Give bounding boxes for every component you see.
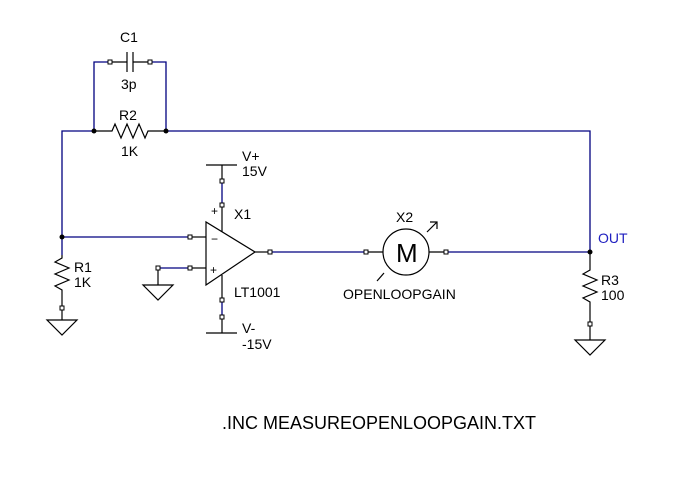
- meter-arrow-icon: [426, 221, 438, 233]
- x1-ref-label: X1: [234, 206, 251, 222]
- resistor-r3[interactable]: R3 100: [581, 252, 625, 340]
- wire-c1-right[interactable]: [150, 61, 167, 131]
- resistor-r2[interactable]: R2 1K: [94, 107, 166, 159]
- spice-directive[interactable]: .INC MEASUREOPENLOOPGAIN.TXT: [222, 413, 536, 433]
- vminus-name-label: V-: [242, 320, 256, 336]
- r2-ref-label: R2: [119, 107, 137, 123]
- wires: [61, 61, 591, 317]
- junction-dot: [163, 128, 169, 134]
- r2-value-label: 1K: [121, 143, 139, 159]
- wire-feedback-left[interactable]: [61, 130, 94, 237]
- opamp-supply-plus-sign: +: [211, 204, 218, 218]
- capacitor-c1[interactable]: C1 3p: [107, 29, 153, 92]
- vplus-value-label: 15V: [242, 163, 268, 179]
- meter-arrow-tail: [376, 272, 385, 282]
- ground-opamp: [141, 265, 175, 301]
- r1-value-label: 1K: [74, 274, 92, 290]
- resistor-r1[interactable]: R1 1K: [53, 255, 92, 320]
- supply-vminus[interactable]: V- -15V: [206, 314, 272, 352]
- wire-feedback-right[interactable]: [166, 130, 591, 252]
- x2-value-label: OPENLOOPGAIN: [343, 286, 456, 302]
- x1-value-label: LT1001: [234, 284, 281, 300]
- net-label-out[interactable]: OUT: [598, 230, 628, 246]
- r3-value-label: 100: [601, 287, 625, 303]
- junctions: [59, 128, 593, 255]
- junction-dot: [59, 234, 65, 240]
- c1-ref-label: C1: [120, 29, 138, 45]
- x2-ref-label: X2: [396, 209, 413, 225]
- opamp-minus-sign: −: [211, 232, 218, 246]
- r1-ref-label: R1: [74, 259, 92, 275]
- meter-symbol: M: [396, 238, 418, 268]
- c1-value-label: 3p: [121, 76, 137, 92]
- vminus-value-label: -15V: [242, 336, 272, 352]
- meter-x2[interactable]: M X2 OPENLOOPGAIN: [343, 209, 456, 302]
- junction-dot: [587, 249, 593, 255]
- supply-vplus[interactable]: V+ 15V: [206, 148, 268, 184]
- opamp-x1[interactable]: − + + X1 LT1001: [187, 202, 281, 303]
- opamp-plus-sign: +: [210, 263, 217, 277]
- r3-ref-label: R3: [601, 272, 619, 288]
- junction-dot: [91, 128, 97, 134]
- ground-r1: [45, 319, 79, 336]
- vplus-name-label: V+: [242, 148, 260, 164]
- wire-c1-left[interactable]: [93, 61, 110, 131]
- ground-r3: [573, 339, 607, 356]
